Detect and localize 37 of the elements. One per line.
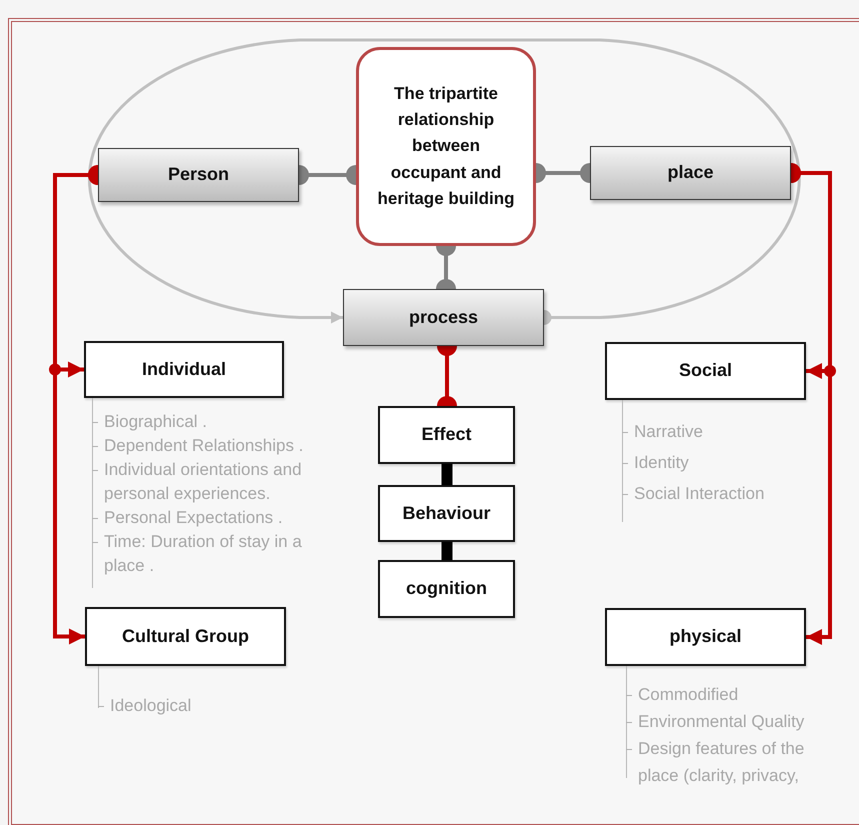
process-box (378, 485, 515, 542)
process-box (378, 406, 515, 464)
loop-arrow (88, 38, 800, 325)
process-box (590, 146, 791, 200)
node-label: Individual (142, 358, 226, 380)
list-item: Individual orientations and personal experiences. (92, 458, 324, 506)
process-box (84, 341, 284, 398)
list-item: Personal Expectations . (92, 506, 324, 530)
node-label: Person (168, 164, 230, 186)
process-box (343, 289, 544, 346)
node-label: place (667, 162, 714, 184)
node-label: cognition (406, 578, 487, 600)
list-item: Design features of the place (clarity, privacy, (626, 735, 846, 789)
process-box (98, 148, 299, 202)
node-label: Effect (421, 424, 472, 446)
connector (442, 464, 452, 485)
list-item: Social Interaction (622, 478, 822, 509)
node-label: physical (669, 626, 742, 648)
list-item: Identity (622, 447, 822, 478)
list-item: Ideological (98, 690, 258, 721)
node-label: process (408, 306, 478, 328)
list-item: Dependent Relationships . (92, 434, 324, 458)
list-item: Environmental Quality (626, 708, 846, 735)
list-item: Commodified (626, 681, 846, 708)
list-item: Time: Duration of stay in a place . (92, 530, 324, 578)
connector (442, 542, 452, 560)
node-label: Social (678, 360, 732, 382)
process-box (605, 342, 806, 400)
node-label: Cultural Group (122, 626, 249, 648)
rounded-box (356, 47, 536, 246)
node-label: The tripartite relationship between occupant and heritage building (377, 82, 515, 210)
process-box (605, 608, 806, 666)
list-item: Narrative (622, 416, 822, 447)
list-item: Biographical . (92, 410, 324, 434)
process-box (378, 560, 515, 618)
node-label: Behaviour (402, 502, 491, 524)
process-box (85, 607, 286, 666)
